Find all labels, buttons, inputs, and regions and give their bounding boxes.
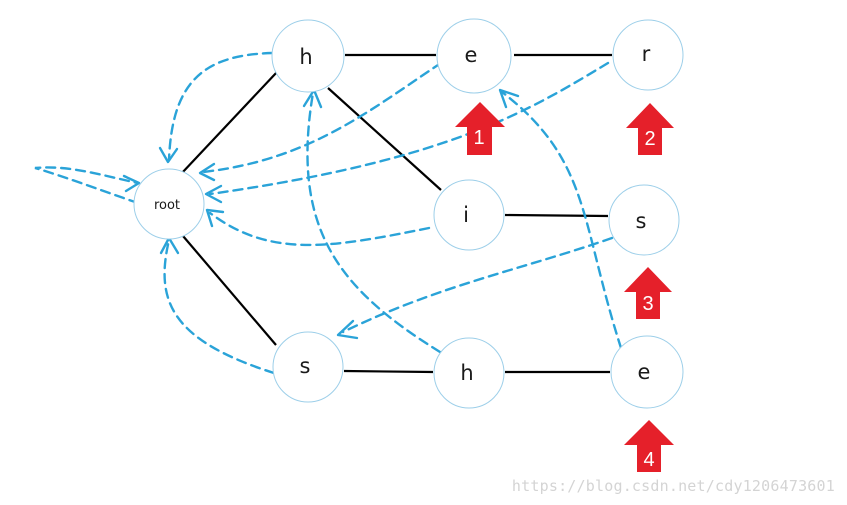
output-markers: 1 2 3 4 [455,102,674,472]
node-s-right: s [608,184,680,256]
fail-link-i-root [208,211,431,247]
node-s-bottom: s [272,331,344,403]
node-label-r: r [642,42,651,66]
marker-2: 2 [626,103,674,155]
marker-label-3: 3 [642,293,653,315]
up-arrow-icon [624,420,674,472]
node-label-e-bottom: e [638,360,651,384]
node-h-bottom: h [433,337,505,409]
fail-link-e-root [201,61,443,174]
watermark-text: https://blog.csdn.net/cdy1206473601 [511,477,835,495]
fail-link-h-root [167,51,274,162]
fail-arrowhead-root-self [122,174,141,193]
fail-arrowhead-h-root [158,146,179,164]
fail-link-root-self [34,166,140,205]
node-label-s-bottom: s [300,354,311,378]
marker-1: 1 [455,102,505,155]
fail-links [34,51,623,375]
fail-link-e-e [500,90,623,350]
node-root: root [133,168,205,240]
marker-label-2: 2 [644,128,655,150]
node-label-i: i [463,203,469,227]
edge-h-i [327,87,442,191]
trie-edges [180,53,612,374]
fail-link-r-root [208,61,610,196]
marker-label-1: 1 [473,127,484,149]
node-h-top: h [271,19,345,93]
up-arrow-icon [624,267,672,319]
node-label-s-right: s [636,209,647,233]
node-label-e-top: e [465,43,478,67]
node-e-bottom: e [610,335,684,409]
edge-root-h [180,71,278,175]
marker-4: 4 [624,420,674,472]
node-e-top: e [436,18,512,94]
marker-3: 3 [624,267,672,319]
up-arrow-icon [455,102,505,155]
fail-arrowhead-e-root [198,162,216,182]
node-label-h-top: h [299,45,312,69]
fail-arrowhead-e-e [498,88,520,109]
node-r: r [612,19,684,91]
node-label-root: root [154,198,180,213]
fail-link-h-h [306,91,442,354]
fail-arrowhead-r-root [204,184,223,204]
edge-s-h [343,369,434,374]
edge-i-s [504,213,609,218]
up-arrow-icon [626,103,674,155]
trie-nodes: root h e r i s s h [133,18,684,409]
node-i: i [433,179,505,251]
node-label-h-bottom: h [460,361,473,385]
fail-link-s-root [163,238,276,375]
marker-label-4: 4 [643,449,654,471]
fail-arrowhead-s-s [336,319,359,340]
fail-arrowhead-i-root [205,208,225,228]
edge-root-s [182,235,277,346]
fail-arrowhead-s-root [159,236,180,255]
fail-link-s-s [341,236,614,334]
